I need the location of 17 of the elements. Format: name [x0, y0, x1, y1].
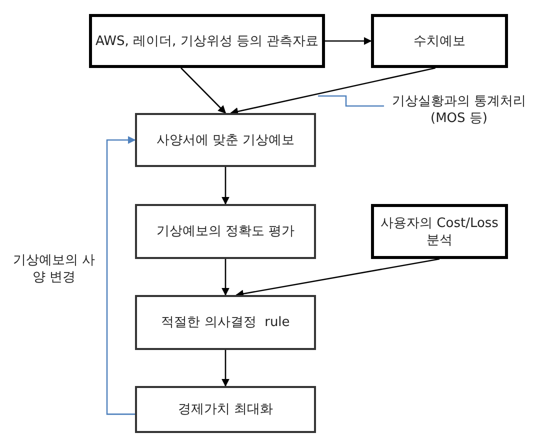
process-box: 사양서에 맞춘 기상예보 [135, 113, 316, 167]
arrow [222, 259, 230, 296]
process-box: 기상예보의 정확도 평가 [135, 204, 316, 259]
annotation-text: 기상실황과의 통계처리 (MOS 등) [384, 90, 534, 130]
arrow [230, 67, 436, 116]
arrow [106, 136, 136, 415]
process-box: 수치예보 [371, 14, 508, 68]
process-box: 사용자의 Cost/Loss 분석 [371, 204, 508, 259]
process-box: 적절한 의사결정 rule [135, 295, 316, 350]
arrow [325, 37, 372, 45]
process-box: 경제가치 최대화 [135, 386, 316, 433]
leader-line [318, 95, 384, 107]
arrow [222, 167, 230, 205]
arrow [222, 350, 230, 387]
arrow [180, 68, 226, 114]
process-box: AWS, 레이더, 기상위성 등의 관측자료 [89, 14, 325, 68]
arrow [236, 258, 440, 298]
